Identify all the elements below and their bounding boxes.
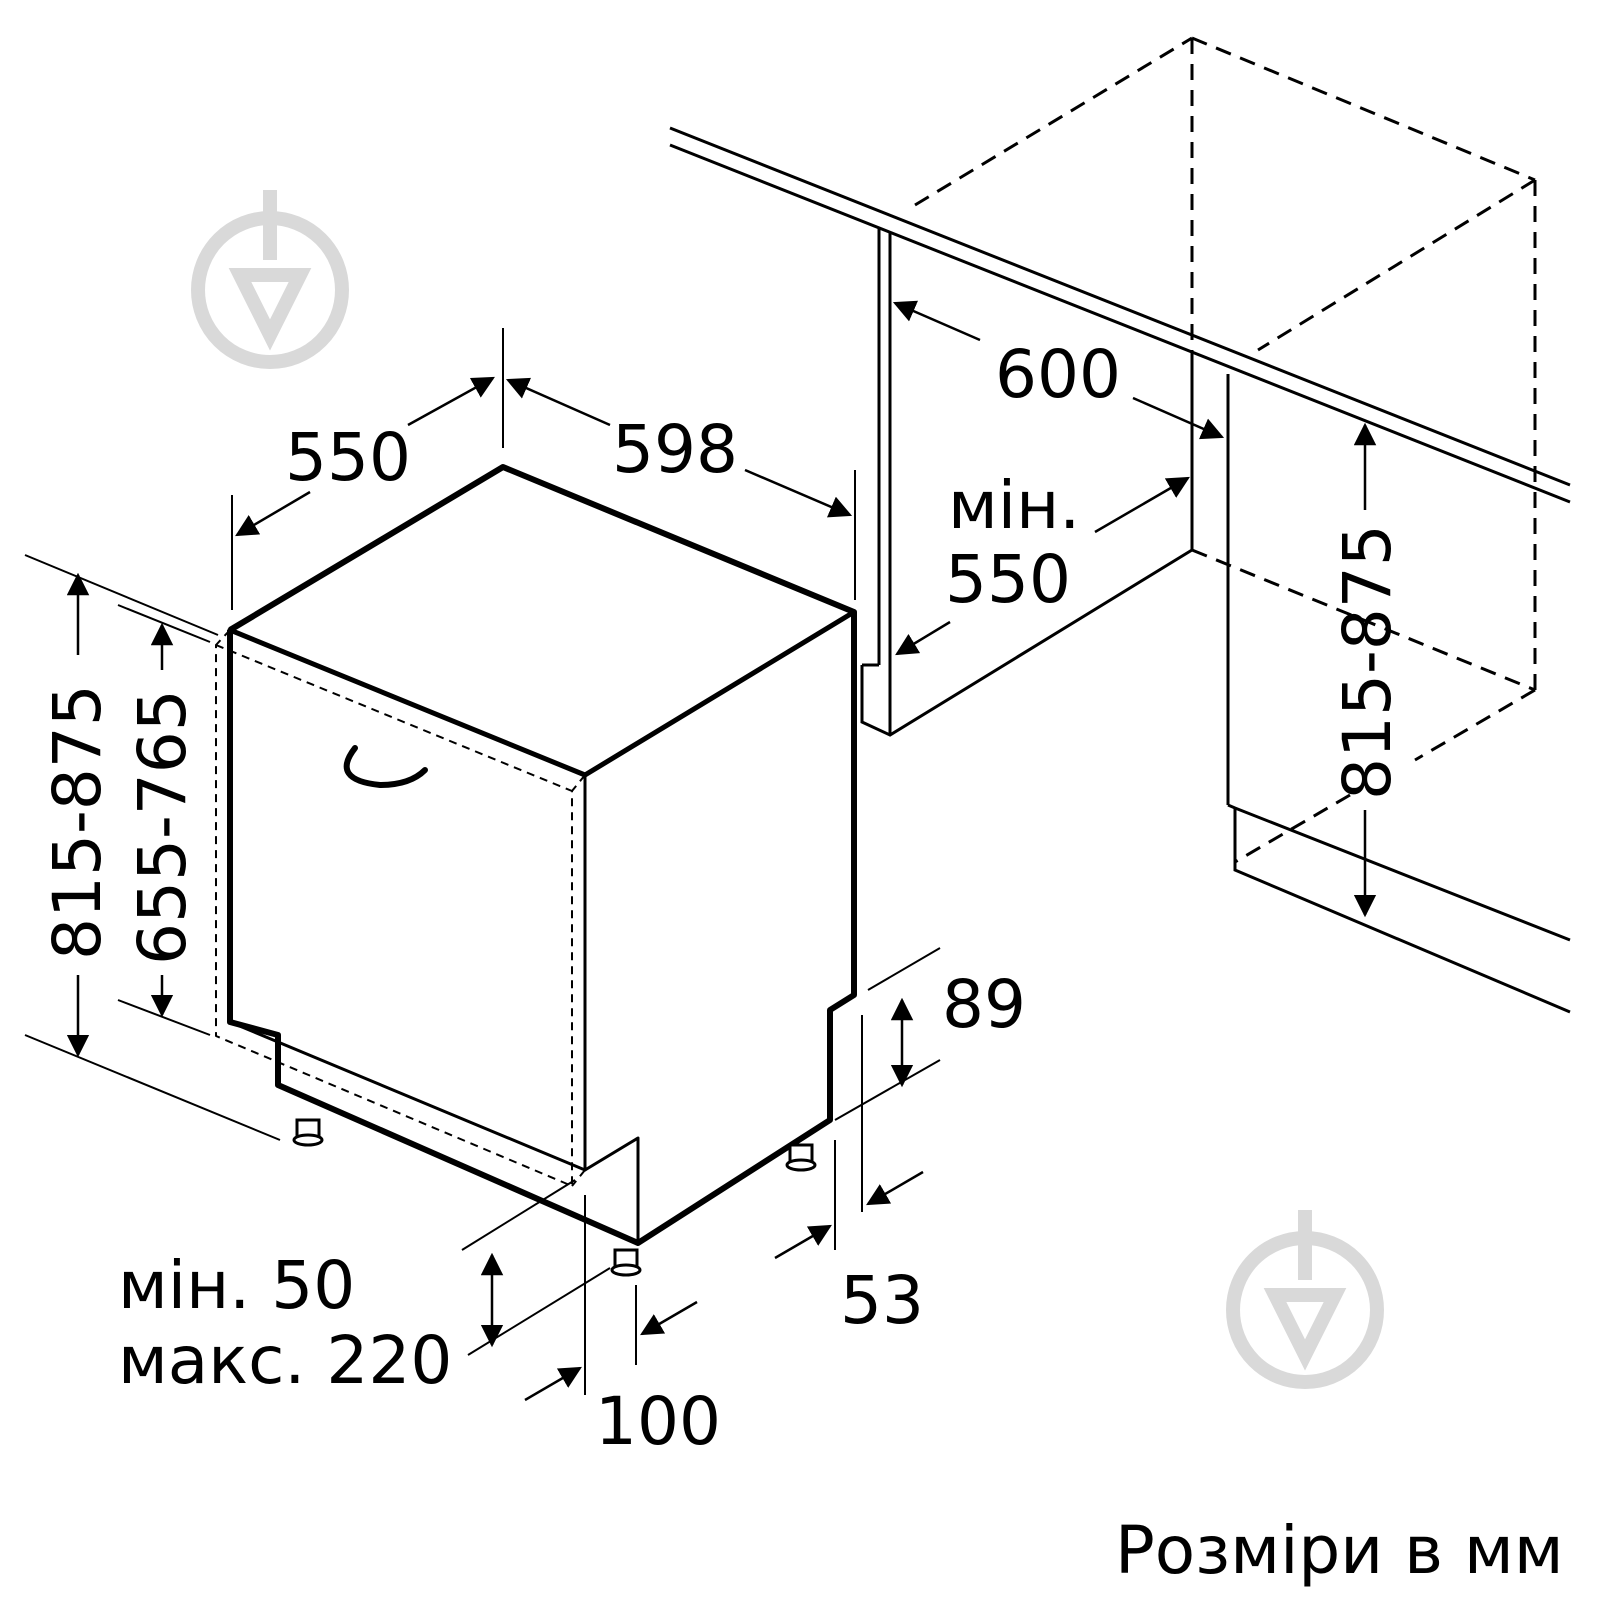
- dim-600-arrow-b: [1132, 396, 1225, 440]
- dim-53-arrow-a: [866, 1170, 924, 1206]
- dim-label-815-875-left: 815-875: [39, 684, 116, 960]
- dim-min550-arrow-b: [895, 620, 951, 656]
- dim-598-arrow-a: [505, 377, 611, 427]
- dim-550-arrow-a: [407, 376, 495, 427]
- dim-598-arrow-b: [744, 468, 853, 518]
- dim-100-arrow-a: [524, 1366, 582, 1402]
- niche-dashed-outline: [914, 36, 1537, 864]
- dim-53-arrow-b: [774, 1224, 832, 1260]
- watermark-logo-icon: [191, 190, 349, 369]
- dim-label-655-765: 655-765: [124, 689, 201, 965]
- dim-100-arrow-b: [640, 1300, 698, 1336]
- dim-label-89: 89: [942, 966, 1026, 1043]
- dim-label-min-50: мін. 50: [118, 1247, 355, 1324]
- dim-label-min-prefix: мін.: [948, 467, 1080, 544]
- dim-600-arrow-a: [892, 300, 981, 342]
- caption: Розміри в мм: [1115, 1512, 1564, 1589]
- kitchen-niche: [669, 126, 1571, 1014]
- watermark-logo-icon: [1226, 1210, 1384, 1389]
- dimension-arrows: [66, 300, 1377, 1402]
- dim-label-600: 600: [995, 336, 1121, 413]
- dim-label-598: 598: [612, 411, 738, 488]
- dim-label-max-220: макс. 220: [118, 1322, 452, 1399]
- dim-label-53: 53: [840, 1262, 924, 1339]
- appliance-feet: [292, 1118, 817, 1277]
- dim-label-min-550: 550: [945, 541, 1071, 618]
- dim-label-100: 100: [595, 1383, 721, 1460]
- extension-lines: [24, 328, 941, 1395]
- appliance-body: [215, 464, 857, 1246]
- dim-label-815-875-right: 815-875: [1329, 524, 1406, 800]
- dim-label-550: 550: [285, 419, 411, 496]
- dim-min550-arrow-a: [1094, 476, 1190, 534]
- dim-550-arrow-b: [235, 490, 311, 537]
